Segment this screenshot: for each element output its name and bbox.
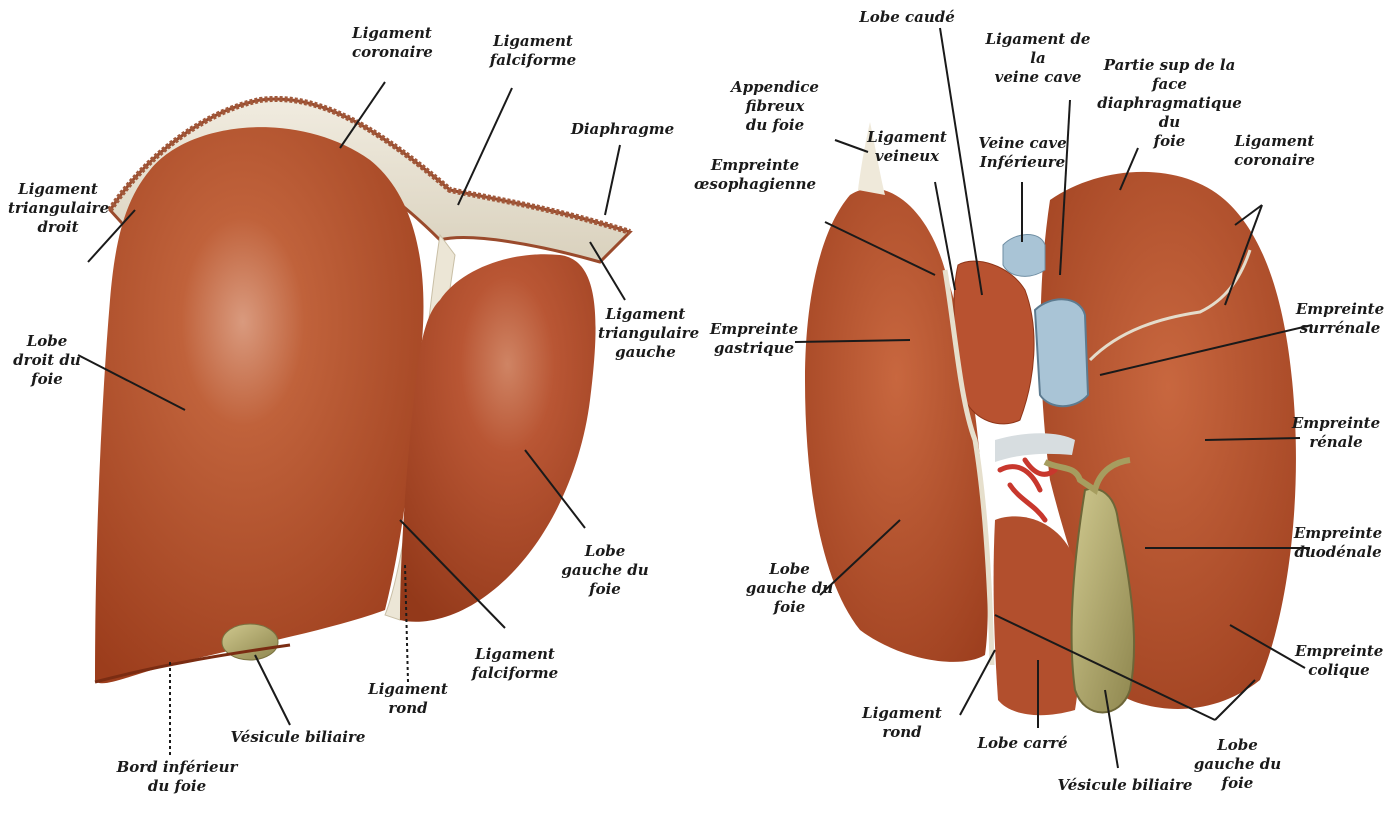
label-ligament-rond-right: Ligament rond bbox=[842, 704, 962, 742]
label-ligament-triangulaire-gauche: Ligament triangulaire gauche bbox=[598, 305, 693, 362]
label-lobe-gauche-left: Lobe gauche du foie bbox=[560, 542, 650, 599]
leader-ligament-falciforme-top bbox=[458, 88, 512, 205]
label-ligament-triangulaire-droit: Ligament triangulaire droit bbox=[8, 180, 108, 237]
label-empreinte-gastrique: Empreinte gastrique bbox=[708, 320, 800, 358]
leader-diaphragme bbox=[605, 145, 620, 215]
vena-cava-lower bbox=[1035, 299, 1088, 406]
label-ligament-rond-left: Ligament rond bbox=[348, 680, 468, 718]
visceral-view bbox=[805, 122, 1296, 715]
label-bord-inferieur: Bord inférieur du foie bbox=[112, 758, 242, 796]
label-lobe-droit: Lobe droit du foie bbox=[12, 332, 82, 389]
label-empreinte-oesophagienne: Empreinte œsophagienne bbox=[690, 156, 820, 194]
label-ligament-coronaire-left: Ligament coronaire bbox=[352, 24, 432, 62]
leader-vesicule-left bbox=[255, 655, 290, 725]
label-appendice-fibreux: Appendice fibreux du foie bbox=[700, 78, 850, 135]
label-ligament-coronaire-right: Ligament coronaire bbox=[1232, 132, 1317, 170]
label-lobe-gauche-right: Lobe gauche du foie bbox=[742, 560, 837, 617]
label-ligament-veineux: Ligament veineux bbox=[862, 128, 952, 166]
anterior-view bbox=[95, 99, 630, 683]
label-empreinte-renale: Empreinte rénale bbox=[1290, 414, 1382, 452]
label-empreinte-colique: Empreinte colique bbox=[1295, 642, 1383, 680]
right-lobe-shape bbox=[95, 127, 423, 683]
label-empreinte-duodenale: Empreinte duodénale bbox=[1292, 524, 1384, 562]
label-ligament-veine-cave: Ligament de la veine cave bbox=[978, 30, 1098, 87]
label-lobe-caude: Lobe caudé bbox=[852, 8, 962, 27]
label-partie-sup: Partie sup de la face diaphragmatique du… bbox=[1092, 56, 1247, 151]
hepatic-vessels bbox=[1000, 460, 1055, 520]
label-vesicule-biliaire-right: Vésicule biliaire bbox=[1055, 776, 1195, 795]
label-empreinte-surrenale: Empreinte surrénale bbox=[1295, 300, 1385, 338]
label-lobe-gauche-bottom: Lobe gauche du foie bbox=[1190, 736, 1285, 793]
label-lobe-carre: Lobe carré bbox=[970, 734, 1075, 753]
label-vesicule-biliaire-left: Vésicule biliaire bbox=[228, 728, 368, 747]
label-ligament-falciforme-bottom: Ligament falciforme bbox=[470, 645, 560, 683]
vena-cava-upper bbox=[1003, 234, 1045, 276]
label-diaphragme: Diaphragme bbox=[570, 120, 675, 139]
label-ligament-falciforme-top: Ligament falciforme bbox=[488, 32, 578, 70]
label-veine-cave-inferieure: Veine cave Inférieure bbox=[975, 134, 1070, 172]
